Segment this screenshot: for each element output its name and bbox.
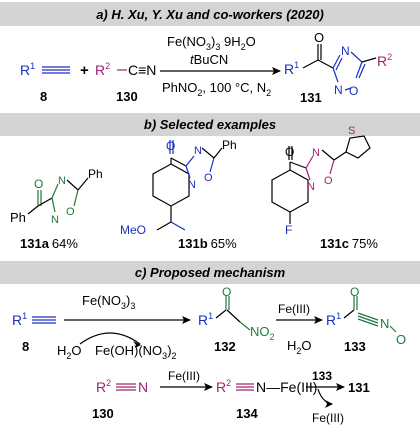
example-131b-n1: N — [194, 145, 202, 157]
mech-133-o-minus: O — [396, 332, 406, 347]
mech-nitrile-n: N — [138, 379, 148, 395]
product-131-structure: R1 O N N O R2 — [284, 30, 392, 98]
compound-130-label: 130 — [116, 89, 138, 104]
example-131c-n2: N — [307, 181, 315, 193]
mech-step1-reagent: Fe(NO3)3 — [82, 293, 135, 311]
mech-arrowhead-2 — [314, 316, 323, 324]
mech-nitrile-bond — [116, 383, 136, 391]
example-131b-structure: O N O N Ph MeO — [120, 138, 237, 237]
mech-side-arrowhead-4 — [325, 400, 333, 408]
mech-134-complex: N—Fe(III) — [256, 379, 317, 395]
mech-134-r2: R2 — [216, 378, 231, 395]
mech-compound-133-structure: R1 O N O — [326, 285, 406, 347]
example-131c-subst: S — [348, 125, 355, 137]
mech-132-no2: NO2 — [250, 324, 275, 342]
example-131c-aryl: F — [285, 223, 292, 237]
ring-o: O — [349, 84, 358, 98]
example-131a-o: O — [66, 206, 75, 218]
mech-h2o-in: H2O — [57, 343, 82, 361]
example-131b-o: O — [204, 172, 213, 184]
mech-133-r1: R1 — [326, 311, 341, 328]
mech-r2: R2 — [96, 378, 111, 395]
mech-arrow4-label: 133 — [312, 369, 332, 383]
mech-side-arrow-1 — [79, 332, 141, 345]
mech-step3-reagent: Fe(III) — [168, 369, 200, 383]
example-131b-n2: N — [188, 179, 196, 191]
mech-step2-reagent: Fe(III) — [278, 302, 310, 316]
mech-133-n: N — [380, 316, 389, 331]
example-131a-carbonyl-o: O — [34, 177, 43, 191]
example-131b-subst: Ph — [222, 138, 237, 152]
reagent-iron-nitrate: Fe(NO3)3 9H2O — [167, 34, 256, 52]
alkyne-r1: R1 — [20, 61, 35, 78]
alkyne-triple-bond — [42, 66, 70, 74]
mech-side-arrow-4 — [317, 388, 333, 405]
nitrile-r2: R2 — [95, 61, 110, 78]
mech-arrowhead-3 — [204, 383, 213, 391]
header-a: a) H. Xu, Y. Xu and co-workers (2020) — [96, 7, 324, 22]
mech-compound-131: 131 — [348, 380, 370, 395]
mech-133-o: O — [350, 285, 359, 299]
product-carbonyl-o: O — [314, 30, 324, 45]
header-b: b) Selected examples — [144, 117, 276, 132]
example-131a-n1: N — [58, 175, 66, 187]
example-131b-carbonyl-o: O — [166, 139, 175, 153]
mech-byproduct: Fe(OH)(NO3)2 — [95, 343, 177, 361]
mech-compound-132-structure: R1 O NO2 — [198, 285, 275, 342]
reaction-a: R1 8 + R2 C≡N 130 Fe(NO3)3 9H2O tBuCN Ph… — [20, 30, 392, 105]
mech-side-arrowhead-1 — [133, 341, 141, 348]
mech-compound-8: 8 — [22, 339, 29, 354]
product-r1: R1 — [284, 60, 299, 77]
reaction-conditions: PhNO2, 100 °C, N2 — [162, 80, 271, 98]
example-131c-n1: N — [312, 147, 320, 159]
mech-compound-134: 134 — [236, 406, 258, 421]
product-r2: R2 — [377, 52, 392, 69]
compound-8-label: 8 — [40, 89, 47, 104]
example-131c-carbonyl-o: O — [285, 145, 294, 159]
nitrile-cn: C≡N — [128, 62, 156, 78]
plus-sign: + — [80, 62, 89, 79]
mech-134-bond — [236, 383, 254, 391]
ring-n-bottom: N — [334, 83, 343, 97]
example-131a-aryl: Ph — [10, 210, 26, 225]
reaction-arrowhead-a — [272, 67, 281, 75]
mech-compound-133: 133 — [344, 339, 366, 354]
mech-compound-132: 132 — [214, 339, 236, 354]
header-a-bg — [0, 2, 420, 26]
reagent-tbucn: tBuCN — [190, 52, 228, 67]
example-131c-thiophene — [345, 135, 371, 159]
mech-alkyne-bond — [32, 316, 56, 324]
mech-132-r1: R1 — [198, 311, 213, 328]
mech-r1: R1 — [12, 311, 27, 328]
header-c: c) Proposed mechanism — [135, 265, 286, 280]
example-131b-benzene — [152, 163, 190, 207]
example-131b-aryl: MeO — [120, 223, 146, 237]
example-131a-subst: Ph — [88, 167, 103, 181]
mech-h2o-out: H2O — [287, 338, 312, 356]
example-131c-o: O — [324, 175, 333, 187]
mech-arrowhead-1 — [182, 316, 191, 324]
ring-n-top: N — [341, 44, 350, 58]
mech-132-o: O — [222, 285, 231, 299]
header-b-bg — [0, 113, 420, 136]
example-131a-n2: N — [51, 214, 59, 226]
mech-compound-130: 130 — [92, 406, 114, 421]
compound-131-label: 131 — [300, 90, 322, 105]
mech-arrowhead-4 — [336, 383, 345, 391]
example-131c-benzene — [271, 169, 309, 213]
example-131a-structure: Ph O N O N Ph — [10, 167, 103, 226]
header-c-bg — [0, 261, 420, 284]
example-131c-structure: O N O N S F — [271, 125, 371, 237]
mech-fe-release: Fe(III) — [312, 411, 344, 425]
